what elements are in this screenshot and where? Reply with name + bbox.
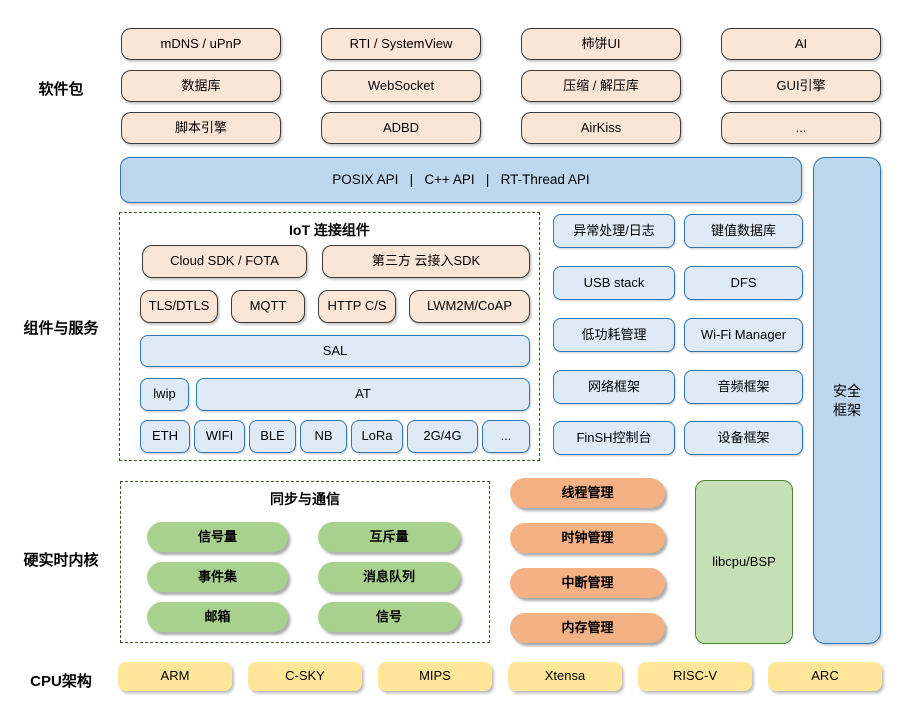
- kernel-thread-mgmt: 线程管理: [510, 478, 665, 508]
- service-kv-database: 键值数据库: [684, 214, 803, 248]
- package-more: ...: [721, 112, 881, 144]
- service-finsh-console: FinSH控制台: [553, 421, 675, 455]
- iot-link-more: ...: [482, 420, 530, 453]
- kernel-mutex: 互斥量: [318, 522, 460, 552]
- package-persimmon-ui: 柿饼UI: [521, 28, 681, 60]
- iot-cloud-sdk-fota: Cloud SDK / FOTA: [142, 245, 307, 278]
- service-device-framework: 设备框架: [684, 421, 803, 455]
- security-framework-label: 安全 框架: [833, 383, 861, 418]
- api-layer-label: POSIX API | C++ API | RT-Thread API: [332, 172, 590, 188]
- service-usb-stack: USB stack: [553, 266, 675, 300]
- iot-link-lora: LoRa: [351, 420, 403, 453]
- iot-sal: SAL: [140, 335, 530, 367]
- package-database: 数据库: [121, 70, 281, 102]
- iot-thirdparty-cloud-sdk: 第三方 云接入SDK: [322, 245, 530, 278]
- cpu-arch-arc: ARC: [768, 662, 882, 691]
- cpu-arch-riscv: RISC-V: [638, 662, 752, 691]
- api-layer-bar: POSIX API | C++ API | RT-Thread API: [120, 157, 802, 203]
- service-exception-log: 异常处理/日志: [553, 214, 675, 248]
- kernel-clock-mgmt: 时钟管理: [510, 523, 665, 553]
- iot-lwip: lwip: [140, 378, 189, 411]
- iot-http-cs: HTTP C/S: [318, 290, 396, 323]
- iot-group-title: IoT 连接组件: [289, 222, 370, 238]
- kernel-memory-mgmt: 内存管理: [510, 613, 665, 643]
- iot-link-ble: BLE: [249, 420, 296, 453]
- security-framework-bar: 安全 框架: [813, 157, 881, 644]
- sync-communication-group: 同步与通信: [120, 481, 490, 643]
- service-audio-framework: 音频框架: [684, 370, 803, 404]
- iot-lwm2m-coap: LWM2M/CoAP: [409, 290, 530, 323]
- service-wifi-manager: Wi-Fi Manager: [684, 318, 803, 352]
- package-adbd: ADBD: [321, 112, 481, 144]
- kernel-semaphore: 信号量: [147, 522, 288, 552]
- service-low-power-mgmt: 低功耗管理: [553, 318, 675, 352]
- section-label-cpu-arch: CPU架构: [30, 673, 92, 690]
- kernel-event-set: 事件集: [147, 562, 288, 592]
- cpu-arch-xtensa: Xtensa: [508, 662, 622, 691]
- section-label-components-services: 组件与服务: [23, 320, 99, 337]
- sync-group-title: 同步与通信: [270, 491, 340, 507]
- section-label-realtime-kernel: 硬实时内核: [23, 552, 99, 569]
- package-compression: 压缩 / 解压库: [521, 70, 681, 102]
- libcpu-bsp: libcpu/BSP: [695, 480, 793, 644]
- iot-tls-dtls: TLS/DTLS: [140, 290, 218, 323]
- package-airkiss: AirKiss: [521, 112, 681, 144]
- iot-link-eth: ETH: [140, 420, 190, 453]
- kernel-interrupt-mgmt: 中断管理: [510, 568, 665, 598]
- service-dfs: DFS: [684, 266, 803, 300]
- kernel-signal: 信号: [318, 602, 460, 632]
- cpu-arch-mips: MIPS: [378, 662, 492, 691]
- package-rti-systemview: RTI / SystemView: [321, 28, 481, 60]
- cpu-arch-csky: C-SKY: [248, 662, 362, 691]
- iot-connectivity-group: IoT 连接组件: [119, 212, 540, 461]
- iot-link-2g4g: 2G/4G: [407, 420, 478, 453]
- package-ai: AI: [721, 28, 881, 60]
- iot-link-nb: NB: [300, 420, 347, 453]
- package-mdns-upnp: mDNS / uPnP: [121, 28, 281, 60]
- service-network-framework: 网络框架: [553, 370, 675, 404]
- iot-link-wifi: WIFI: [194, 420, 245, 453]
- kernel-mailbox: 邮箱: [147, 602, 288, 632]
- kernel-message-queue: 消息队列: [318, 562, 460, 592]
- cpu-arch-arm: ARM: [118, 662, 232, 691]
- package-script-engine: 脚本引擎: [121, 112, 281, 144]
- package-websocket: WebSocket: [321, 70, 481, 102]
- iot-at: AT: [196, 378, 530, 411]
- package-gui-engine: GUI引擎: [721, 70, 881, 102]
- iot-mqtt: MQTT: [231, 290, 305, 323]
- section-label-software-packages: 软件包: [38, 81, 84, 98]
